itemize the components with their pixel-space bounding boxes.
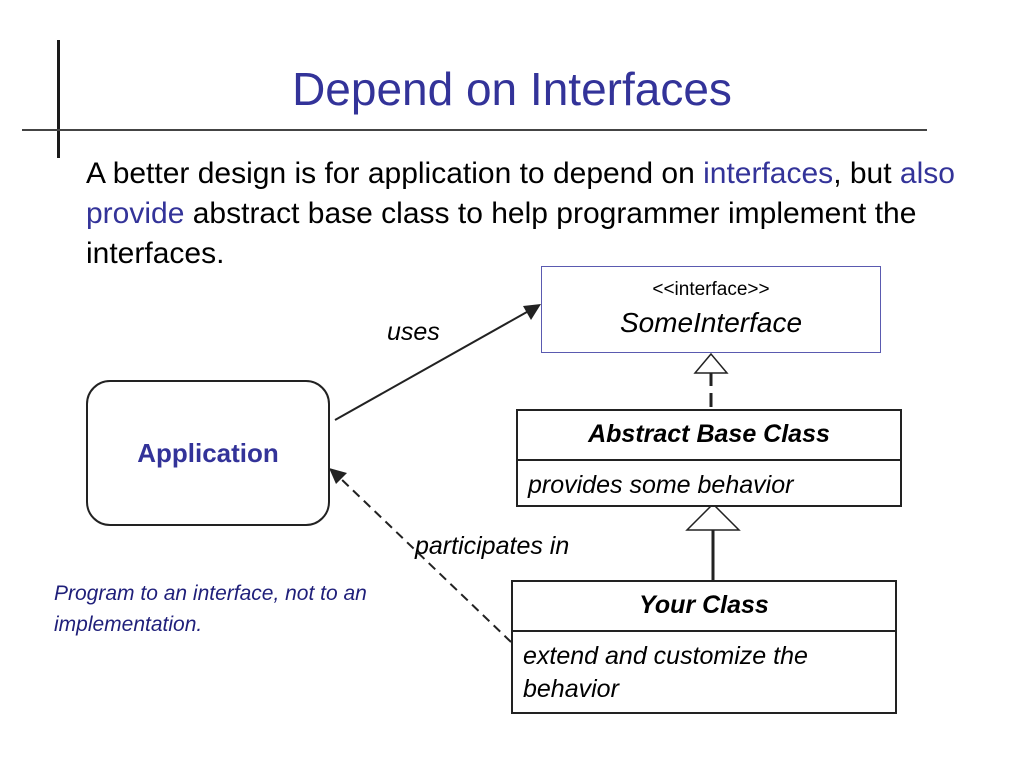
interface-box: <<interface>> SomeInterface: [541, 266, 881, 353]
intro-text-3: abstract base class to help programmer i…: [86, 197, 917, 270]
design-note: Program to an interface, not to an imple…: [54, 582, 367, 636]
participates-label: participates in: [415, 532, 570, 560]
participates-line: [337, 475, 512, 643]
your-class-name: Your Class: [513, 582, 895, 632]
application-label: Application: [137, 437, 279, 468]
interface-stereotype: <<interface>>: [652, 279, 770, 300]
intro-text-1: A better design is for application to de…: [86, 157, 704, 190]
application-box: Application: [86, 380, 330, 526]
your-class-body: extend and customize the behavior: [523, 642, 808, 703]
intro-highlight-interfaces: interfaces: [703, 157, 834, 190]
uses-arrow-line: [334, 307, 535, 421]
abstract-class-name: Abstract Base Class: [518, 411, 900, 461]
your-class-box: Your Class extend and customize the beha…: [511, 580, 897, 714]
slide-title: Depend on Interfaces: [292, 63, 732, 115]
intro-paragraph: A better design is for application to de…: [86, 154, 986, 274]
participates-arrowhead: [329, 468, 347, 484]
realization-triangle: [693, 352, 729, 374]
abstract-class-body: provides some behavior: [528, 471, 794, 499]
uses-arrowhead: [523, 304, 541, 320]
intro-highlight-also-provide: also provide: [86, 157, 955, 230]
uses-label: uses: [387, 318, 440, 346]
decor-horizontal-line: [22, 129, 927, 131]
generalization-triangle: [685, 502, 741, 531]
decor-vertical-line: [57, 40, 60, 158]
interface-name: SomeInterface: [619, 307, 803, 338]
abstract-base-class-box: Abstract Base Class provides some behavi…: [516, 409, 902, 507]
intro-text-2: , but: [833, 157, 900, 190]
